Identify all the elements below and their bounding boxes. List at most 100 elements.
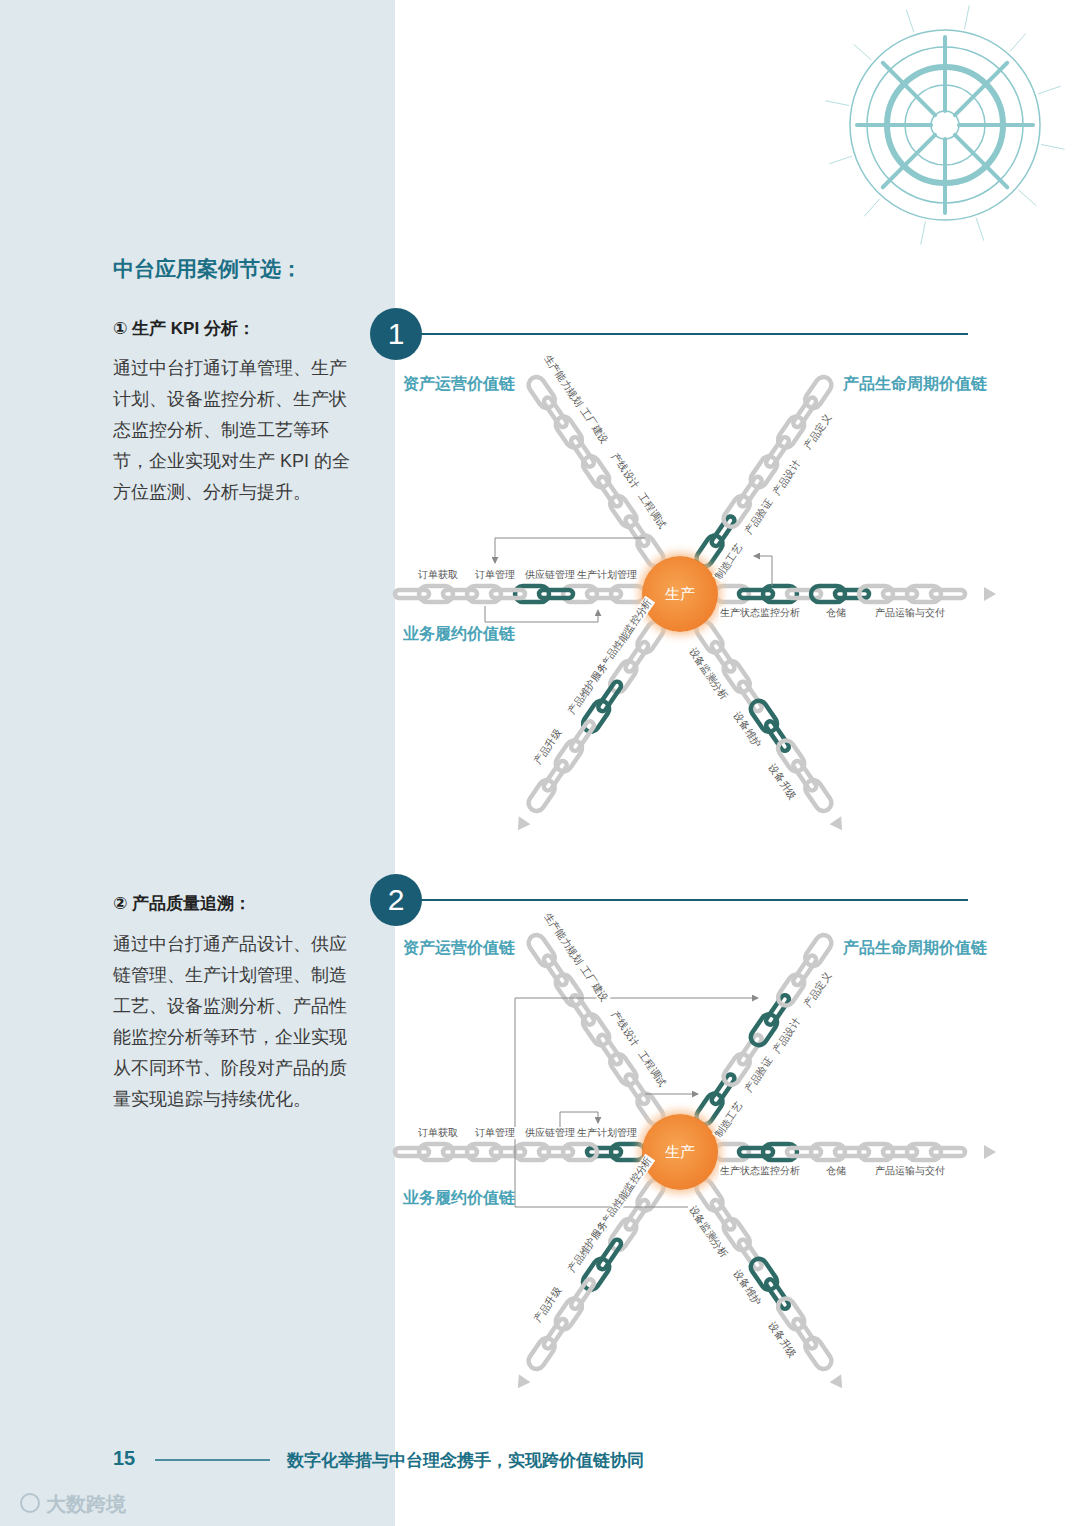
callout-number: 1 xyxy=(370,308,422,360)
chain-link xyxy=(443,590,477,598)
side-panel xyxy=(0,0,395,1526)
body-text: 通过中台打通产品设计、供应链管理、生产计划管理、制造工艺、设备监测分析、产品性能… xyxy=(113,929,353,1115)
chain-label: 产品验证 xyxy=(743,1055,777,1096)
chain-link xyxy=(835,590,869,598)
chain-link xyxy=(395,1148,429,1156)
chain-arrowhead xyxy=(830,816,848,834)
watermark: 大数跨境 xyxy=(46,1491,126,1518)
wheel-spoke xyxy=(883,135,935,187)
wheel-tick xyxy=(854,44,872,60)
footer-text: 数字化举措与中台理念携手，实现跨价值链协同 xyxy=(287,1449,644,1472)
chain-arrowhead xyxy=(512,1374,530,1392)
chain-link xyxy=(931,590,965,598)
chain-label: 生产计划管理 xyxy=(576,1127,638,1139)
chain-label: 产品维护服务 xyxy=(566,660,611,718)
chain-label: 设备维护 xyxy=(730,1268,764,1309)
chain-label: 产品升级 xyxy=(532,1284,566,1325)
node-text: 1 xyxy=(388,317,405,351)
wheel-tick xyxy=(976,218,984,241)
rule-line xyxy=(420,899,968,901)
wheel-tick xyxy=(1041,144,1065,149)
ship-wheel xyxy=(825,5,1064,244)
chain-label: 工厂建设 xyxy=(577,963,611,1004)
wheel-tick xyxy=(864,198,880,216)
rule-line xyxy=(420,333,968,335)
chain-link xyxy=(931,1148,965,1156)
chain-arrowhead xyxy=(830,1374,848,1392)
chain-label: 产品维护服务 xyxy=(566,1218,611,1276)
chain-label: 设备升级 xyxy=(765,761,799,802)
chain-label: 订单管理 xyxy=(474,569,516,581)
chain-link xyxy=(835,1148,869,1156)
chain-label: 产品设计 xyxy=(770,457,804,498)
chain-label: 生产状态监控分析 xyxy=(719,607,801,619)
wheel-spoke xyxy=(857,123,931,127)
chain-label: 产品性能监控分析 xyxy=(599,1154,655,1228)
chain-link xyxy=(802,374,834,411)
wheel-spoke xyxy=(955,135,1007,187)
chain-group xyxy=(395,374,996,1392)
chain-label: 产线设计 xyxy=(608,451,642,492)
wheel-spoke xyxy=(883,63,935,115)
callout-number: 2 xyxy=(370,874,422,926)
wheel-tick xyxy=(906,9,914,32)
flow-line xyxy=(645,1094,698,1095)
chain-title: 业务履约价值链 xyxy=(403,624,515,645)
flow-line xyxy=(485,606,598,622)
wheel-tick xyxy=(1018,190,1036,206)
chain-link xyxy=(883,1148,917,1156)
chain-arrowhead xyxy=(512,816,530,834)
chain-label: 产品验证 xyxy=(743,497,777,538)
chain-label: 订单获取 xyxy=(417,1127,459,1139)
chain-link xyxy=(525,777,557,814)
chain-label: 产品设计 xyxy=(770,1015,804,1056)
chain-link xyxy=(587,590,621,598)
chain-label: 工程调试 xyxy=(635,490,669,531)
hub-circle: 生产 xyxy=(642,556,718,632)
chain-link xyxy=(539,1148,573,1156)
section-title: 中台应用案例节选： xyxy=(113,255,302,283)
chain-link xyxy=(787,590,821,598)
chain-link xyxy=(739,590,773,598)
wheel-spoke xyxy=(943,139,947,213)
chain-title: 资产运营价值链 xyxy=(403,374,515,395)
chain-link xyxy=(525,1335,557,1372)
chain-arrowhead xyxy=(984,1145,996,1159)
chain-link xyxy=(539,590,573,598)
chain-label: 产品性能监控分析 xyxy=(599,596,655,670)
wheel-tick xyxy=(1038,86,1061,94)
chain-label: 生产状态监控分析 xyxy=(719,1165,801,1177)
watermark-icon xyxy=(21,1494,39,1512)
chain-link xyxy=(883,590,917,598)
wheel-tick xyxy=(964,5,969,29)
node-text: 生产 xyxy=(665,585,695,604)
chain-label: 工厂建设 xyxy=(577,405,611,446)
chain-label: 订单获取 xyxy=(417,569,459,581)
wheel-tick xyxy=(1010,34,1026,52)
wheel-spoke xyxy=(955,63,1007,115)
chain-label: 产品运输与交付 xyxy=(874,1165,946,1177)
chain-title: 业务履约价值链 xyxy=(403,1188,515,1209)
wheel-spoke xyxy=(959,123,1033,127)
chain-link xyxy=(491,590,525,598)
chain-link xyxy=(587,1148,621,1156)
wheel-ring xyxy=(850,30,1040,220)
chain-label: 供应链管理 xyxy=(524,569,576,581)
flow-line xyxy=(560,1112,598,1128)
chain-label: 生产能力规划 xyxy=(541,352,586,410)
node-text: 2 xyxy=(388,883,405,917)
chain-label: 设备维护 xyxy=(730,710,764,751)
chain-label: 设备监测分析 xyxy=(686,645,731,703)
hub-circle: 生产 xyxy=(642,1114,718,1190)
chain-label: 生产计划管理 xyxy=(576,569,638,581)
chain-title: 产品生命周期价值链 xyxy=(843,938,987,959)
chain-title: 产品生命周期价值链 xyxy=(843,374,987,395)
chain-label: 订单管理 xyxy=(474,1127,516,1139)
chain-link xyxy=(525,374,557,411)
wheel-tick xyxy=(825,101,849,106)
chain-link xyxy=(787,1148,821,1156)
chain-label: 产品升级 xyxy=(532,726,566,767)
flow-line xyxy=(515,998,758,1160)
chain-link xyxy=(443,1148,477,1156)
chain-label: 制造工艺 xyxy=(712,1099,746,1140)
